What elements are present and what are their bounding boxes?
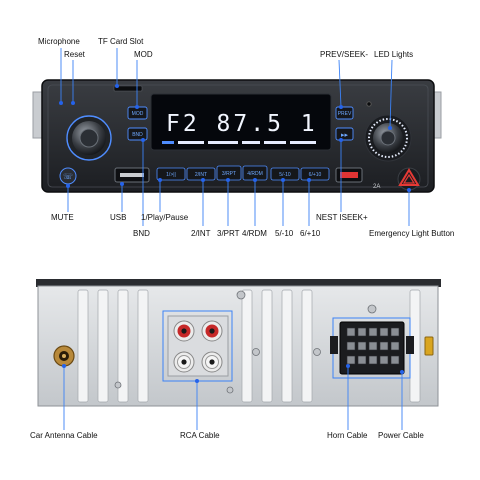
label-tf-card-slot: TF Card Slot [98,37,144,46]
cooling-fins [77,289,421,403]
volume-knob[interactable] [66,115,112,161]
back-panel [36,279,441,407]
label-rca-cable: RCA Cable [180,431,220,440]
back-top-edge [36,279,441,287]
usb-port[interactable] [114,167,150,183]
rca-jack-red-right [201,320,223,342]
label-rdm: 4/RDM [242,229,267,238]
prev-seek-button[interactable]: PREV [335,106,354,120]
fuse [424,336,434,356]
label-reset: Reset [64,50,86,59]
preset-button-6[interactable]: 6/+10 [300,167,330,181]
bnd-button-label: BND [132,132,143,138]
label-led-lights: LED Lights [374,50,413,59]
prev-button-label: PREV [338,111,352,117]
front-panel: ☏ MOD BND F2 87.5 1 PREV [32,79,442,193]
preset-button-4[interactable]: 4/RDM [242,165,268,181]
screws [114,290,377,394]
label-minus10: 5/-10 [275,229,294,238]
preset-4-label: 4/RDM [247,171,263,177]
lcd-display: F2 87.5 1 [150,93,332,151]
back-callouts [63,366,403,430]
hazard-icon [398,168,420,186]
label-power-cable: Power Cable [378,431,424,440]
label-horn-cable: Horn Cable [327,431,368,440]
label-microphone: Microphone [38,37,80,46]
label-mute: MUTE [51,213,74,222]
preset-button-2[interactable]: 2/INT [186,167,216,181]
label-int: 2/INT [191,229,211,238]
rca-connectors[interactable] [162,310,233,382]
label-usb: USB [110,213,126,222]
iso-power-connector[interactable] [330,317,414,379]
preset-3-label: 3/RPT [222,171,236,177]
label-emergency-light: Emergency Light Button [369,229,454,238]
charging-usb-port[interactable] [335,167,363,183]
preset-1-label: 1/>|| [166,172,176,178]
label-plus10: 6/+10 [300,229,321,238]
label-antenna-cable: Car Antenna Cable [30,431,98,440]
antenna-jack[interactable] [53,345,75,367]
preset-button-5[interactable]: 5/-10 [270,167,300,181]
tf-card-slot[interactable] [113,85,143,92]
rca-jack-red-left [173,320,195,342]
label-play-pause: 1/Play/Pause [141,213,189,222]
back-callout-dots [62,364,404,383]
label-prt: 3/PRT [217,229,240,238]
mute-button[interactable]: ☏ [59,167,77,185]
label-prev-seek: PREV/SEEK- [320,50,368,59]
emergency-light-button[interactable] [397,167,421,191]
preset-button-3[interactable]: 3/RPT [216,165,242,181]
preset-2-label: 2/INT [195,172,207,178]
mod-button-label: MOD [132,111,144,117]
preset-5-label: 5/-10 [279,172,291,178]
rca-jack-white-right [201,351,223,373]
label-bnd: BND [133,229,150,238]
rca-jack-white-left [173,351,195,373]
mute-icon: ☏ [63,172,73,181]
front-callout-dots [59,84,411,192]
front-callouts [60,48,410,226]
current-rating-text: 2A [373,184,380,190]
preset-6-label: 6/+10 [309,172,322,178]
preset-button-1[interactable]: 1/>|| [156,167,186,181]
bnd-button[interactable]: BND [127,127,148,141]
led-tuning-knob[interactable] [364,114,412,162]
label-next-seek: NEST ISEEK+ [316,213,368,222]
next-seek-button[interactable]: ▸▸ [335,127,354,141]
display-text: F2 87.5 1 [166,111,318,137]
next-icon: ▸▸ [341,131,349,139]
label-mod: MOD [134,50,153,59]
